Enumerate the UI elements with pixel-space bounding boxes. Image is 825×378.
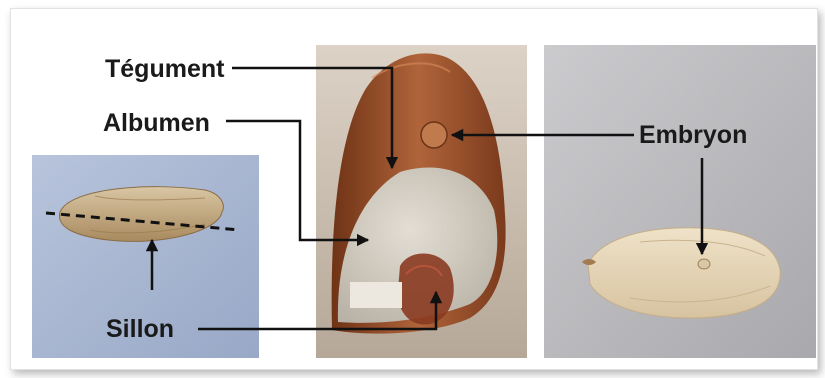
sillon-label: Sillon [106, 315, 174, 343]
middle-grain-section-photo [316, 45, 527, 358]
embryo-dot [698, 259, 710, 269]
albumen-label: Albumen [103, 109, 210, 137]
embryon-label: Embryon [639, 121, 747, 149]
embryo-circle [421, 122, 447, 148]
right-grain-photo [544, 45, 816, 358]
tegument-label: Tégument [105, 55, 225, 83]
